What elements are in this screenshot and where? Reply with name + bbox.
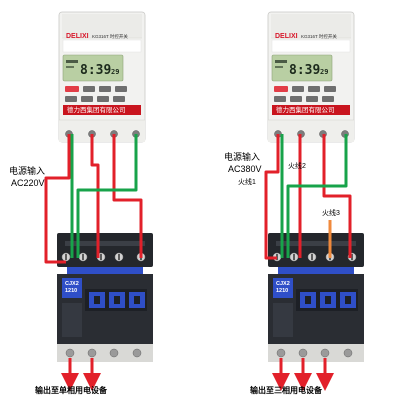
left-output-label: 输出至单相用电设备 — [35, 385, 108, 395]
right-live2-label: 火线2 — [288, 161, 306, 170]
right-wire-green-neutral — [286, 134, 348, 258]
right-timer-model: KG316T 时控开关 — [301, 33, 337, 40]
left-timer-company: 德力西集团有限公司 — [67, 105, 126, 114]
right-timer-brand: DELIXI — [275, 33, 298, 40]
right-contactor-model-line1: CJX2 — [276, 281, 290, 287]
left-wires — [44, 134, 143, 391]
right-voltage-label: AC380V — [228, 164, 262, 174]
left-wire-green-neutral — [76, 134, 138, 258]
left-input-label: 电源输入 — [9, 165, 45, 176]
left-wire-red-live — [44, 134, 71, 264]
right-timer-display-digits: 8:39 — [289, 63, 320, 78]
right-output-label: 输出至三相用电设备 — [250, 385, 323, 395]
right-input-label: 电源输入 — [224, 151, 260, 162]
right-contactor: CJX2 1210 — [267, 232, 365, 363]
left-voltage-label: AC220V — [11, 178, 45, 188]
left-timer-display-seconds: 29 — [111, 68, 119, 76]
left-wire-red-coil — [112, 134, 143, 258]
left-panel: DELIXI KG316T 时控开关 8:39 29 德力西集团有限公司 CJX… — [9, 11, 154, 395]
left-timer-model: KG316T 时控开关 — [92, 33, 128, 40]
right-timer-switch: DELIXI KG316T 时控开关 8:39 29 德力西集团有限公司 — [267, 11, 355, 143]
right-wire-red-coil — [322, 134, 352, 258]
right-wire-red-live1 — [264, 134, 280, 260]
right-wires — [264, 134, 352, 391]
left-timer-display-digits: 8:39 — [80, 63, 111, 78]
left-contactor-model-line1: CJX2 — [65, 281, 79, 287]
right-timer-company: 德力西集团有限公司 — [276, 105, 335, 114]
right-panel: DELIXI KG316T 时控开关 8:39 29 德力西集团有限公司 CJX… — [224, 11, 365, 395]
left-timer-brand: DELIXI — [66, 33, 89, 40]
left-contactor: CJX2 1210 — [56, 232, 154, 363]
right-live1-label: 火线1 — [238, 177, 256, 186]
right-live3-label: 火线3 — [322, 208, 340, 217]
right-timer-display-seconds: 29 — [320, 68, 328, 76]
left-timer-switch: DELIXI KG316T 时控开关 8:39 29 德力西集团有限公司 — [58, 11, 146, 143]
left-wire-red-through — [90, 134, 100, 258]
left-contactor-model-line2: 1210 — [65, 288, 77, 294]
right-contactor-model-line2: 1210 — [276, 288, 288, 294]
